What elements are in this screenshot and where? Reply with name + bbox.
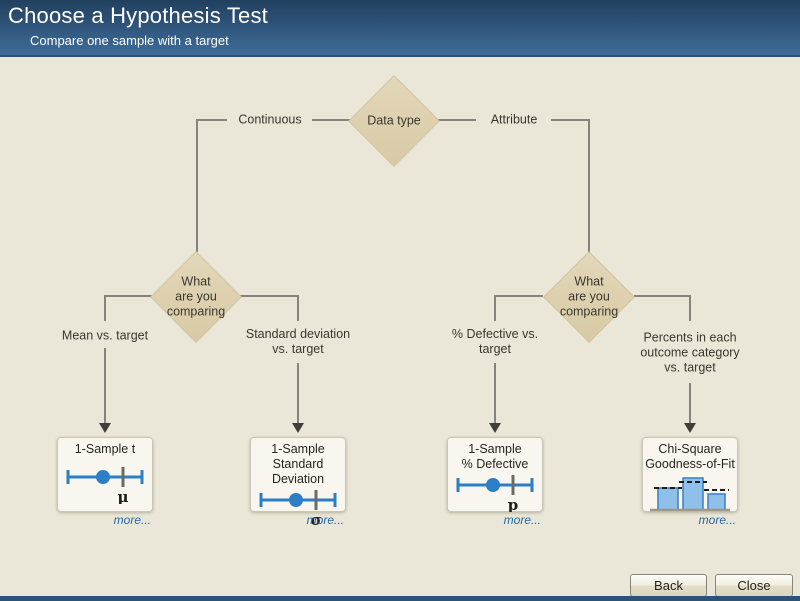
test-card-chi-square-gof[interactable]: Chi-Square Goodness-of-Fit: [642, 437, 738, 512]
branch-label-line: % Defective vs.: [451, 327, 539, 341]
page-title: Choose a Hypothesis Test: [8, 3, 268, 28]
arrow-down-icon: [489, 423, 501, 433]
card-title: 1-Sample % Defective: [462, 442, 529, 472]
tree-connector: [438, 119, 476, 121]
diamond-label-attribute: What are you comparing: [560, 275, 618, 320]
branch-label-line: vs. target: [272, 342, 324, 356]
arrow-down-icon: [292, 423, 304, 433]
interval-plot-icon: σ: [256, 487, 340, 527]
diamond-label-continuous: What are you comparing: [167, 275, 225, 320]
tree-connector: [104, 295, 106, 321]
card-title: 1-Sample t: [75, 442, 135, 457]
header: Choose a Hypothesis Test Compare one sam…: [0, 0, 800, 57]
arrow-down-icon: [99, 423, 111, 433]
card-title: 1-Sample Standard Deviation: [251, 442, 345, 487]
tree-connector: [197, 119, 227, 121]
card-title-line: 1-Sample: [468, 442, 522, 456]
more-link-1-sample-t[interactable]: more...: [113, 513, 151, 527]
page-subtitle: Compare one sample with a target: [30, 33, 229, 48]
tree-connector: [104, 348, 106, 424]
arrow-down-icon: [684, 423, 696, 433]
branch-label-line: Percents in each: [643, 330, 737, 345]
branch-label-line: vs. target: [664, 360, 716, 375]
diamond-label-line: What: [181, 274, 211, 289]
tree-connector: [297, 295, 299, 321]
test-card-1-sample-t[interactable]: 1-Sample t μ: [57, 437, 153, 512]
tree-connector: [240, 295, 298, 297]
interval-plot-icon: p: [453, 472, 537, 512]
branch-label-line: target: [479, 342, 511, 356]
branch-label-pct-defective-vs-target: % Defective vs. target: [452, 327, 538, 357]
tree-connector: [312, 119, 350, 121]
tree-connector: [297, 363, 299, 424]
card-title-line: 1-Sample: [271, 442, 325, 456]
card-title-line: Chi-Square: [658, 442, 722, 456]
branch-label-continuous: Continuous: [238, 112, 302, 127]
card-title-line: % Defective: [461, 457, 529, 471]
back-button[interactable]: Back: [630, 574, 707, 597]
branch-label-mean-vs-target: Mean vs. target: [62, 329, 148, 344]
test-card-1-sample-pct-defective[interactable]: 1-Sample % Defective p: [447, 437, 543, 512]
diamond-label-line: are you: [175, 289, 217, 304]
branch-label-line: outcome category: [640, 345, 740, 360]
more-link-1-sample-stdev[interactable]: more...: [306, 513, 344, 527]
diamond-label-data-type: Data type: [367, 114, 421, 129]
sigma-symbol: σ: [310, 511, 321, 527]
card-title-line: 1-Sample t: [74, 442, 136, 456]
tree-connector: [104, 295, 152, 297]
more-link-1-sample-pct-defective[interactable]: more...: [503, 513, 541, 527]
card-title-line: Goodness-of-Fit: [645, 457, 735, 471]
tree-connector: [196, 119, 198, 252]
tree-connector: [494, 363, 496, 424]
card-title-line: Standard Deviation: [271, 457, 325, 486]
tree-connector: [588, 119, 590, 253]
bar-chart-icon: [648, 472, 732, 514]
mu-symbol: μ: [118, 488, 129, 504]
tree-connector: [551, 119, 589, 121]
tree-connector: [494, 295, 543, 297]
diamond-label-line: What: [574, 274, 604, 289]
branch-label-attribute: Attribute: [490, 112, 538, 127]
p-symbol: p: [508, 496, 519, 512]
diamond-label-line: comparing: [166, 304, 226, 319]
close-button[interactable]: Close: [715, 574, 793, 597]
diamond-label-line: are you: [568, 289, 610, 304]
card-title: Chi-Square Goodness-of-Fit: [645, 442, 735, 472]
interval-plot-icon: μ: [63, 457, 147, 511]
branch-label-line: Standard deviation: [245, 327, 351, 341]
more-link-chi-square-gof[interactable]: more...: [698, 513, 736, 527]
bottom-bar: [0, 596, 800, 601]
tree-connector: [634, 295, 690, 297]
branch-label-stdev-vs-target: Standard deviation vs. target: [246, 327, 350, 357]
tree-connector: [689, 295, 691, 321]
tree-connector: [689, 383, 691, 424]
test-card-1-sample-stdev[interactable]: 1-Sample Standard Deviation σ: [250, 437, 346, 527]
tree-connector: [494, 295, 496, 321]
diamond-label-line: Data type: [367, 113, 421, 128]
branch-label-percents-outcome-category: Percents in each outcome category vs. ta…: [640, 331, 739, 376]
branch-label-line: Mean vs. target: [61, 328, 149, 343]
diamond-label-line: comparing: [559, 304, 619, 319]
